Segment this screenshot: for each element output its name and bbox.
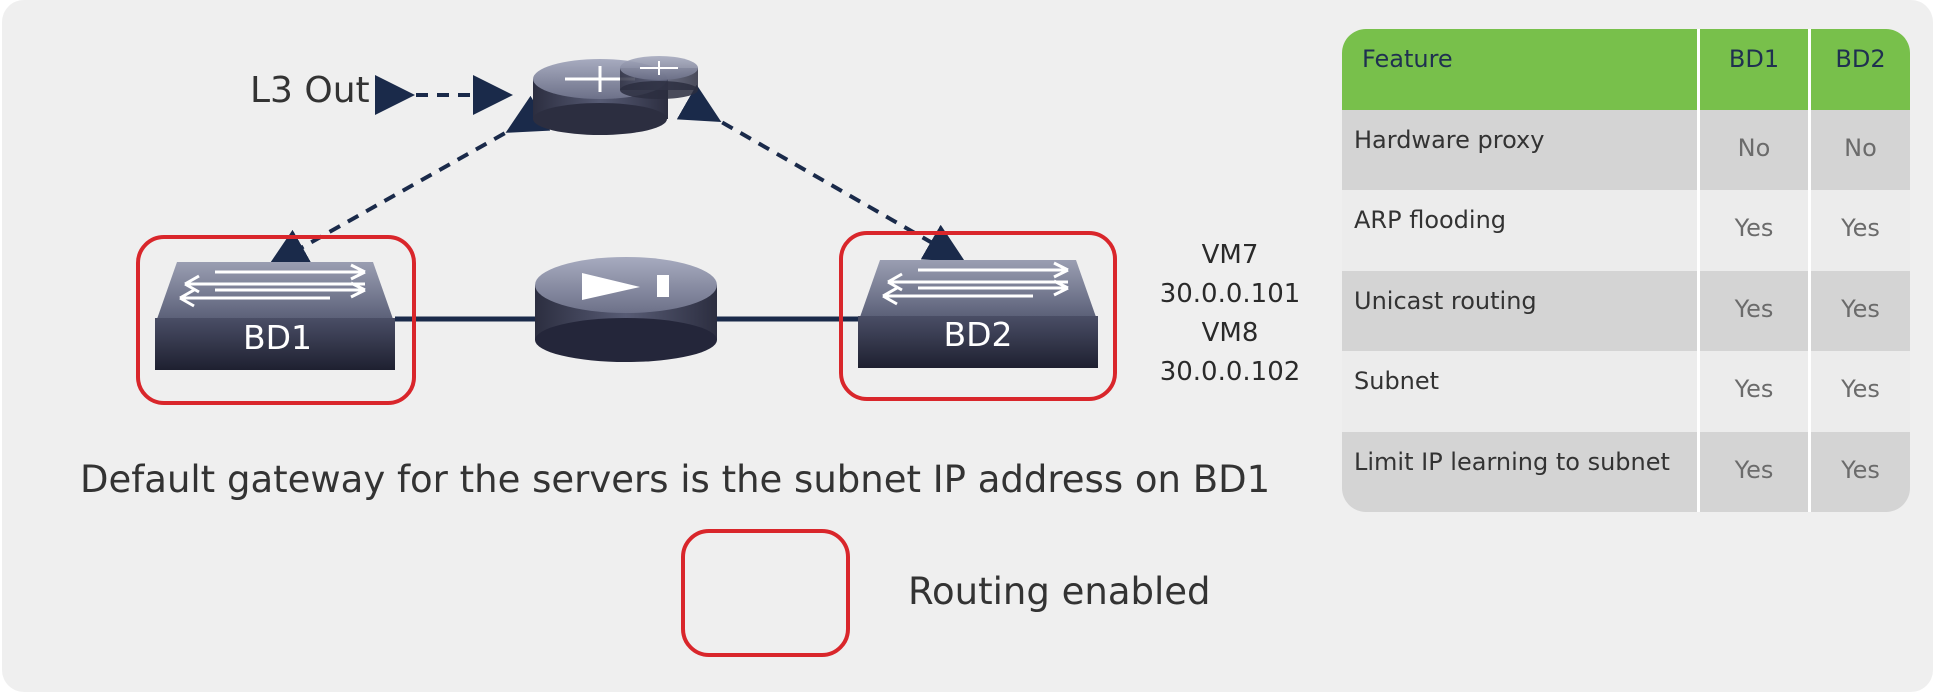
header-bd1: BD1: [1700, 29, 1811, 110]
feature-cell: Subnet: [1342, 351, 1700, 432]
bd1-cell: Yes: [1700, 270, 1811, 351]
vm8-ip: 30.0.0.102: [1159, 357, 1301, 387]
table-row: Hardware proxy No No: [1342, 109, 1910, 190]
bd1-cell: Yes: [1700, 431, 1811, 512]
l3out-label: L3 Out: [250, 70, 370, 111]
bd1-cell: Yes: [1700, 351, 1811, 432]
feature-cell: ARP flooding: [1342, 190, 1700, 271]
bd2-cell: Yes: [1841, 455, 1880, 484]
service-device-icon: [535, 257, 717, 362]
vm8-name: VM8: [1201, 318, 1259, 348]
vm7-name: VM7: [1201, 240, 1259, 270]
legend-label: Routing enabled: [908, 570, 1211, 613]
vm-labels: VM7 30.0.0.101 VM8 30.0.0.102: [1150, 236, 1310, 392]
router-icon: [533, 56, 698, 135]
bd2-cell: Yes: [1841, 214, 1880, 242]
bd2-cell: Yes: [1841, 375, 1880, 403]
bd1-label: BD1: [242, 318, 313, 357]
vm7-ip: 30.0.0.101: [1159, 279, 1301, 309]
bd2-cell: Yes: [1841, 294, 1880, 323]
table-header-row: Feature BD1 BD2: [1342, 29, 1910, 110]
bd1-switch-icon: [155, 262, 395, 370]
legend-routing-box: [681, 529, 850, 657]
diagram-caption: Default gateway for the servers is the s…: [80, 458, 1271, 501]
router-bd2-arrow: [676, 84, 966, 262]
table-row: Unicast routing Yes Yes: [1342, 270, 1910, 351]
bd2-cell: No: [1844, 133, 1877, 162]
table-row: ARP flooding Yes Yes: [1342, 190, 1910, 271]
bd1-routing-box: [136, 235, 416, 405]
bd2-routing-box: [839, 231, 1117, 401]
bd2-label: BD2: [943, 315, 1013, 354]
bd1-cell: No: [1700, 109, 1811, 190]
feature-cell: Limit IP learning to subnet: [1342, 431, 1700, 512]
feature-cell: Hardware proxy: [1342, 109, 1700, 190]
bd1-cell: Yes: [1700, 190, 1811, 271]
header-feature: Feature: [1342, 29, 1700, 110]
feature-cell: Unicast routing: [1342, 270, 1700, 351]
bd2-switch-icon: [858, 260, 1098, 368]
table-row: Limit IP learning to subnet Yes Yes: [1342, 431, 1910, 512]
table-row: Subnet Yes Yes: [1342, 351, 1910, 432]
router-bd1-arrow: [267, 95, 551, 267]
header-bd2: BD2: [1835, 45, 1886, 73]
feature-table: Feature BD1 BD2 Hardware proxy No No ARP…: [1342, 29, 1910, 512]
